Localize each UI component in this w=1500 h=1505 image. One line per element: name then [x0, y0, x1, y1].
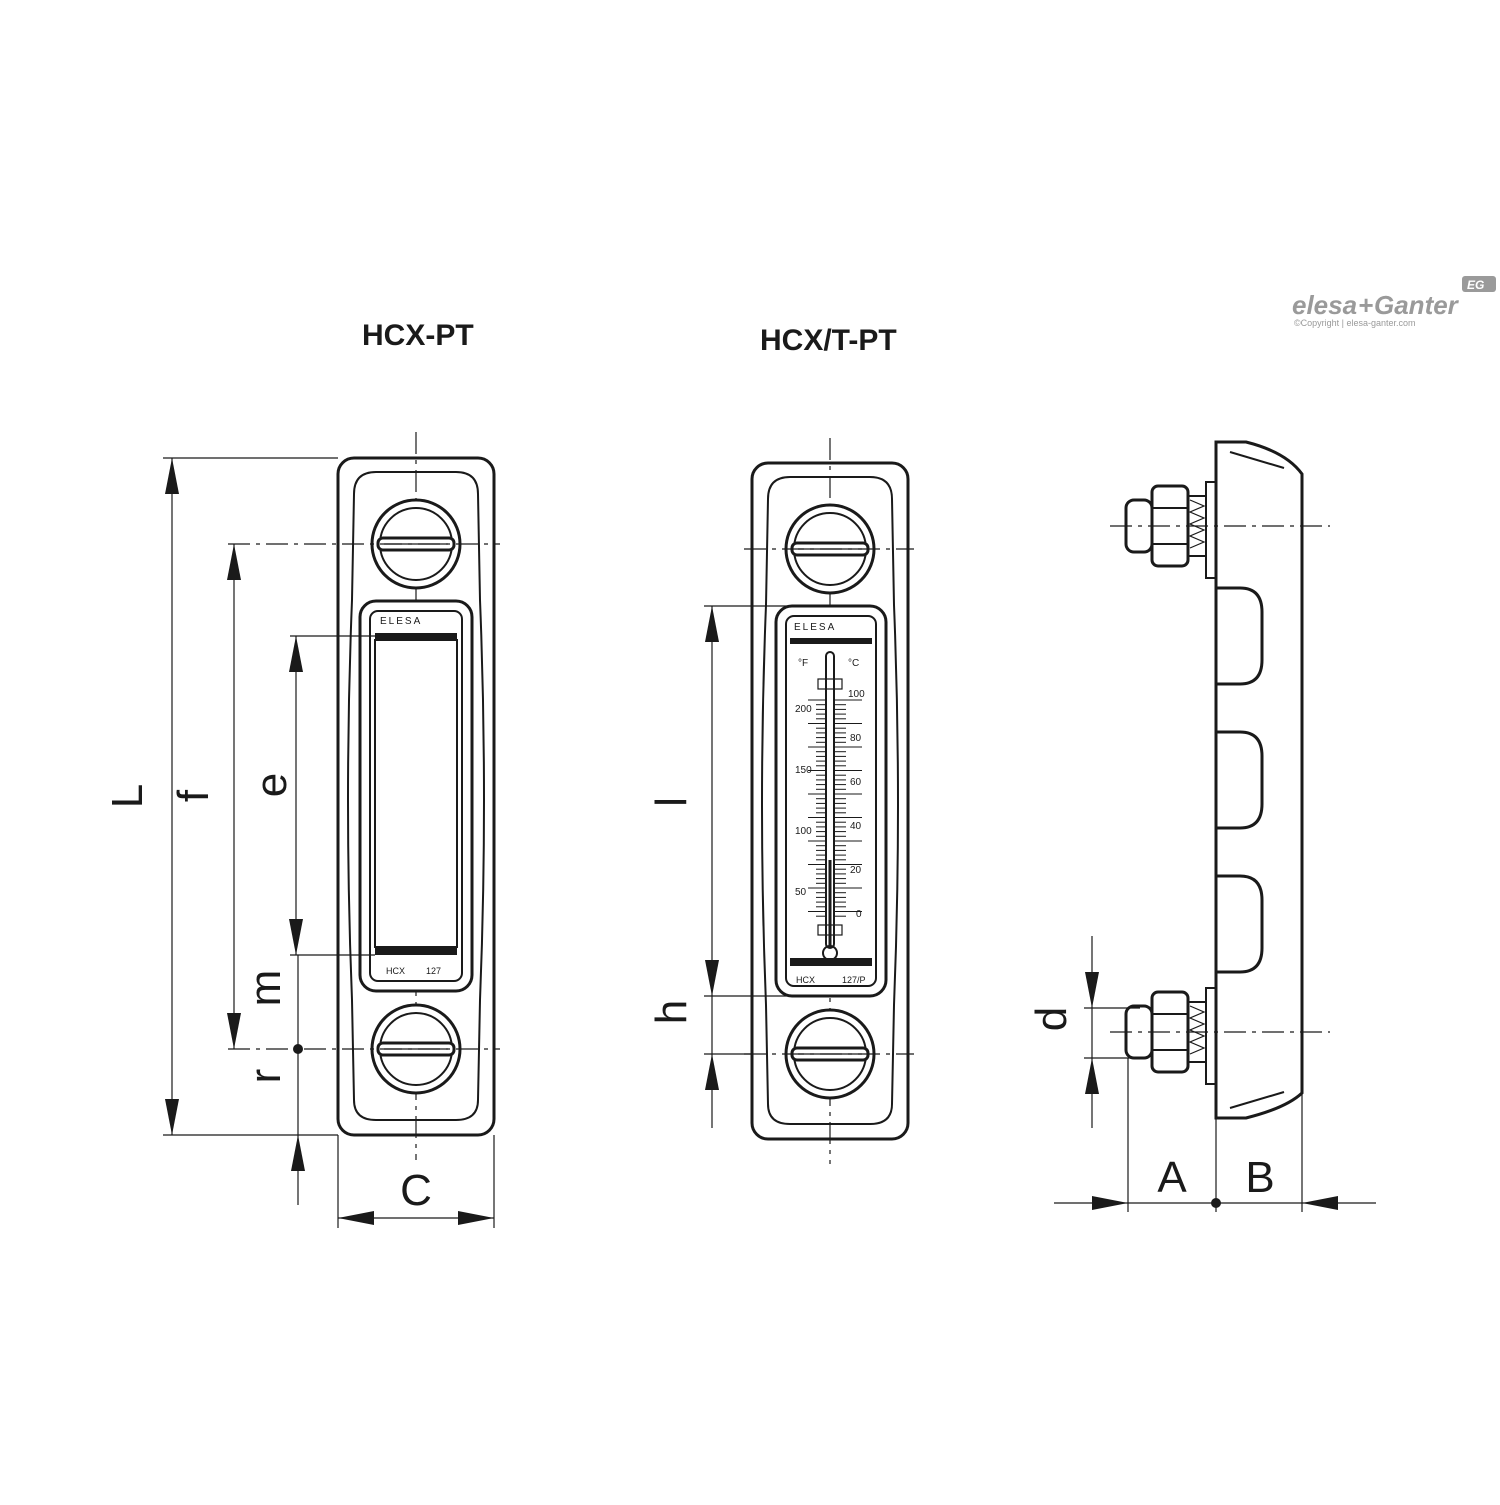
logo-brand-left: elesa — [1292, 290, 1357, 320]
scale-c-label: 40 — [850, 821, 862, 832]
scale-f-label: 200 — [795, 704, 812, 715]
logo-brand-right: Ganter — [1374, 290, 1460, 320]
logo-copyright: ©Copyright | elesa-ganter.com — [1294, 318, 1416, 328]
thermometer-unit-f: °F — [798, 658, 808, 669]
dim-C-arrow-left — [338, 1211, 374, 1225]
logo-brand-plus: + — [1358, 290, 1373, 320]
dim-B-arrow — [1302, 1196, 1338, 1210]
scale-f-label: 50 — [795, 887, 807, 898]
dim-l-arrow-top — [705, 606, 719, 642]
side-view — [1110, 440, 1330, 1120]
scale-c-label: 20 — [850, 865, 862, 876]
dim-h-arrow — [705, 1054, 719, 1090]
dim-h-label: h — [647, 1000, 696, 1024]
scale-c-label: 100 — [848, 689, 865, 700]
hcx-pt-gauge-size: 127 — [426, 966, 441, 976]
title-hcx-pt: HCX-PT — [362, 319, 474, 352]
hcx-t-pt-gauge-brand: ELESA — [794, 622, 836, 633]
side-bump-1 — [1216, 586, 1264, 686]
thermometer-scale-c: 100 80 60 40 20 0 — [848, 689, 865, 920]
scale-c-label: 60 — [850, 777, 862, 788]
hcx-pt-gauge-window — [358, 599, 474, 993]
hcx-t-pt-gauge-inner — [785, 615, 877, 987]
hcx-t-pt-gauge-model: HCX — [796, 975, 815, 985]
side-bump-3 — [1216, 874, 1264, 974]
hcx-t-pt-inner-frame — [761, 476, 899, 1125]
dim-B-label: B — [1245, 1153, 1274, 1202]
dim-C-label: C — [400, 1166, 432, 1215]
hcx-pt-gauge-inner — [369, 610, 463, 982]
dim-A-label: A — [1157, 1153, 1187, 1202]
side-body-bottom-edge — [1229, 1091, 1285, 1109]
hcx-t-pt-gauge-size: 127/P — [842, 975, 866, 985]
hcx-t-pt-bottom-band — [790, 958, 872, 966]
hcx-pt-front-view: ELESA HCX 127 — [228, 432, 500, 1160]
dim-m-r-origin-dot — [293, 1044, 303, 1054]
thermometer-bulb — [822, 945, 838, 961]
dim-e-arrow-bottom — [289, 919, 303, 955]
dim-l-arrow-bottom — [705, 960, 719, 996]
dim-f-arrow-bottom — [227, 1013, 241, 1049]
thermometer-scale-f: 200 150 100 50 — [795, 704, 812, 898]
dim-d-label: d — [1027, 1007, 1076, 1031]
dim-e-arrow-top — [289, 636, 303, 672]
thermometer-clip-top — [817, 678, 843, 690]
hcx-t-pt-dimensions: l h — [647, 605, 790, 1128]
dim-d-arrow-bottom — [1085, 1058, 1099, 1094]
hcx-t-pt-front-view: ELESA HCX 127/P °F °C 200 150 100 50 100… — [744, 438, 914, 1164]
hcx-pt-inner-frame — [347, 471, 485, 1121]
thermometer-ticks — [808, 699, 862, 917]
side-top-spring-washer — [1188, 499, 1206, 549]
dim-r-label: r — [241, 1069, 290, 1084]
hcx-pt-bottom-band — [375, 947, 457, 955]
dim-A-arrow — [1092, 1196, 1128, 1210]
scale-c-label: 0 — [856, 909, 862, 920]
dim-f-label: f — [169, 789, 218, 802]
hcx-pt-gauge-brand: ELESA — [380, 616, 422, 627]
hcx-t-pt-gauge-window — [774, 604, 888, 998]
dim-l-label: l — [647, 797, 696, 807]
logo-badge-box — [1462, 276, 1496, 292]
dim-L-arrow-bottom — [165, 1099, 179, 1135]
hcx-pt-gauge-model: HCX — [386, 966, 405, 976]
dim-r-arrow — [291, 1135, 305, 1171]
side-bump-2 — [1216, 730, 1264, 830]
thermometer-clip-bottom — [817, 924, 843, 936]
side-bottom-spring-washer — [1188, 1005, 1206, 1055]
scale-f-label: 100 — [795, 826, 812, 837]
dim-A-B-origin-dot — [1211, 1198, 1221, 1208]
hcx-pt-top-band — [375, 633, 457, 639]
hcx-t-pt-top-band — [790, 638, 872, 644]
hcx-pt-dimensions: L f e m r C — [103, 457, 495, 1228]
elesa-ganter-logo: elesa + Ganter EG ©Copyright | elesa-gan… — [1292, 276, 1496, 328]
dim-d-arrow-top — [1085, 972, 1099, 1008]
side-body-profile — [1214, 440, 1304, 1120]
dim-C-arrow-right — [458, 1211, 494, 1225]
thermometer-unit-c: °C — [848, 658, 859, 669]
side-view-dimensions: d A B — [1027, 936, 1376, 1212]
scale-c-label: 80 — [850, 733, 862, 744]
dim-f-arrow-top — [227, 544, 241, 580]
dim-L-arrow-top — [165, 458, 179, 494]
logo-badge: EG — [1467, 278, 1484, 292]
dim-m-label: m — [241, 970, 290, 1007]
scale-f-label: 150 — [795, 765, 812, 776]
side-body-top-edge — [1229, 451, 1285, 469]
dim-e-label: e — [247, 773, 296, 797]
dim-L-label: L — [103, 784, 152, 808]
title-hcx-t-pt: HCX/T-PT — [760, 324, 897, 357]
